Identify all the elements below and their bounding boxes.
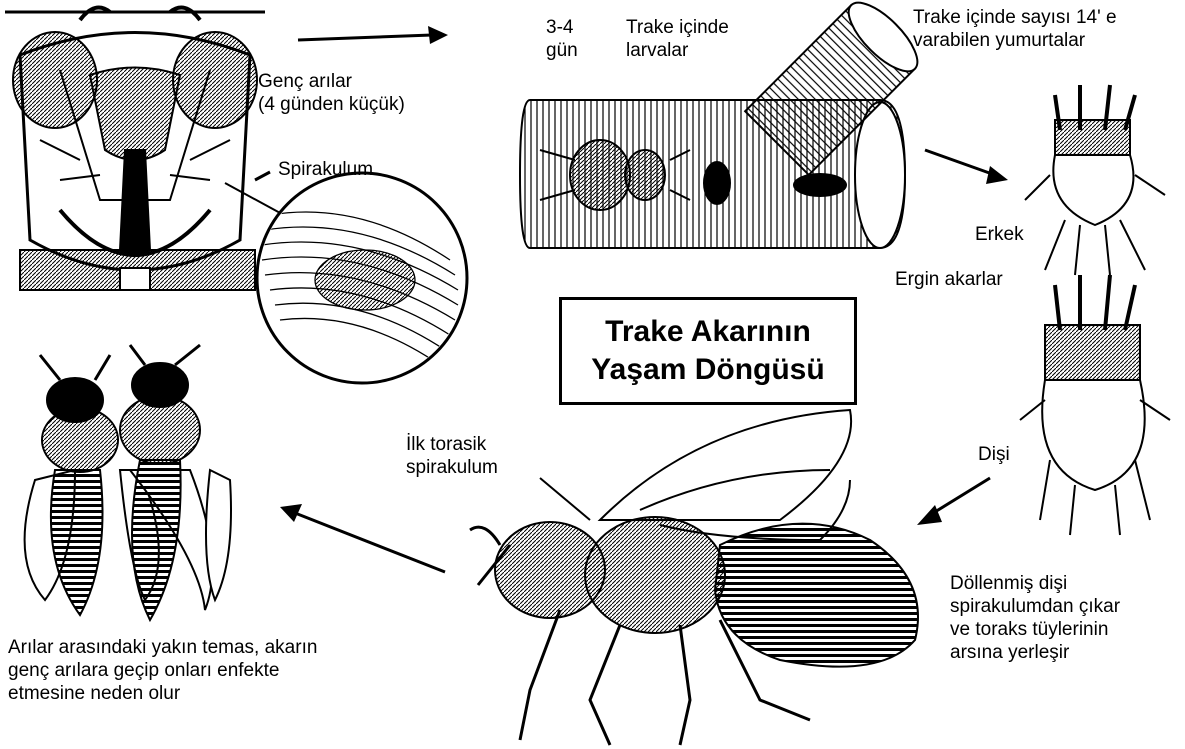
label-male: Erkek [975, 223, 1024, 246]
label-contact-transmission: Arılar arasındaki yakın temas, akarın ge… [8, 636, 317, 705]
bees-in-contact-illustration [25, 345, 231, 620]
male-mite-illustration [1025, 85, 1165, 275]
title-box: Trake Akarının Yaşam Döngüsü [559, 297, 857, 405]
label-female: Dişi [978, 443, 1010, 466]
arrow-to-young-bees [280, 504, 445, 572]
label-adult-mites: Ergin akarlar [895, 268, 1003, 291]
title-line-2: Yaşam Döngüsü [591, 351, 824, 389]
arrow-to-host-bee [917, 478, 990, 525]
bee-head-front-illustration [5, 8, 265, 291]
egg-1 [703, 161, 731, 205]
thoracic-spiracle-pointer [540, 478, 590, 520]
label-larvae-days: 3-4 gün [546, 16, 578, 62]
label-first-thoracic-spiracle: İlk torasik spirakulum [406, 433, 498, 479]
female-mite-illustration [1020, 275, 1170, 535]
arrow-to-trachea [298, 26, 448, 44]
title-line-1: Trake Akarının [605, 313, 811, 351]
arrow-to-adult-mites [925, 150, 1008, 184]
egg-2 [793, 173, 847, 197]
spiracle-label-tick [255, 172, 270, 180]
magnified-spiracle-illustration [257, 173, 467, 383]
label-spiracle: Spirakulum [278, 158, 373, 181]
label-young-bees: Genç arılar (4 günden küçük) [258, 70, 405, 116]
label-eggs: Trake içinde sayısı 14' e varabilen yumu… [913, 6, 1117, 52]
label-fertilized-female: Döllenmiş dişi spirakulumdan çıkar ve to… [950, 572, 1120, 664]
host-bee-side-illustration [470, 410, 918, 745]
label-larvae: Trake içinde larvalar [626, 16, 729, 62]
